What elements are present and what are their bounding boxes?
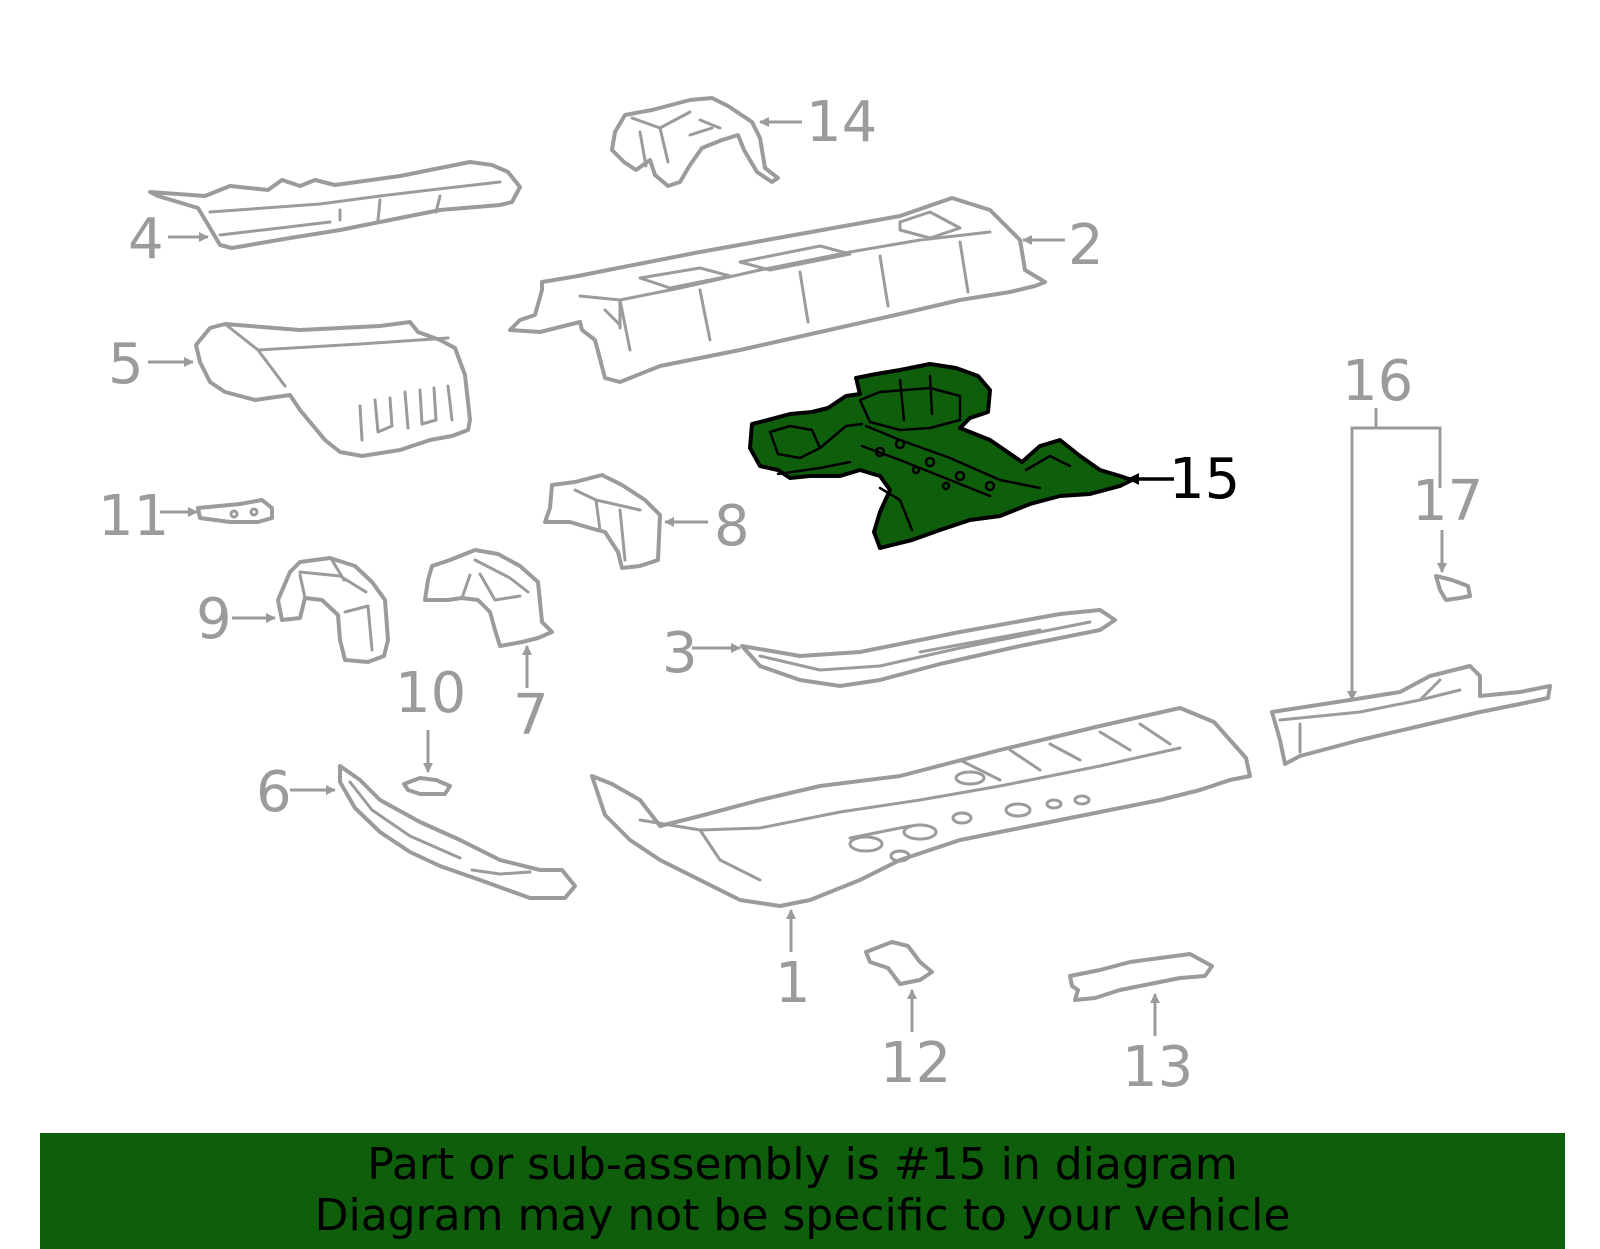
banner-line-1: Part or sub-assembly is #15 in diagram [367, 1139, 1238, 1190]
part-17 [1434, 574, 1472, 602]
callout-7: 7 [513, 683, 549, 748]
callout-6: 6 [256, 760, 292, 825]
part-11 [196, 498, 274, 524]
callout-16-bracket [1347, 408, 1442, 701]
callout-8: 8 [714, 494, 750, 559]
callout-2: 2 [1068, 213, 1104, 278]
part-15-highlighted [748, 362, 1134, 550]
part-10 [402, 776, 452, 796]
part-1 [590, 706, 1252, 908]
part-7 [423, 548, 554, 648]
banner-line-2: Diagram may not be specific to your vehi… [314, 1190, 1291, 1241]
callout-15: 15 [1169, 447, 1240, 512]
callout-5: 5 [108, 332, 144, 397]
part-16 [1270, 664, 1552, 766]
part-14 [610, 96, 780, 188]
part-12 [864, 940, 934, 986]
callout-4: 4 [128, 207, 164, 272]
callout-1: 1 [775, 951, 811, 1016]
part-6 [338, 764, 577, 900]
part-9 [276, 556, 390, 664]
part-2 [508, 196, 1047, 384]
info-banner: Part or sub-assembly is #15 in diagram D… [40, 1133, 1565, 1249]
callout-10: 10 [395, 661, 466, 726]
part-3 [740, 608, 1117, 688]
callout-11: 11 [98, 484, 169, 549]
callout-3: 3 [662, 621, 698, 686]
callout-17: 17 [1412, 469, 1483, 534]
callout-16: 16 [1342, 349, 1413, 414]
part-5 [194, 320, 472, 458]
callout-9: 9 [196, 587, 232, 652]
part-13 [1068, 952, 1214, 1002]
callout-12: 12 [880, 1031, 951, 1096]
part-4 [148, 160, 522, 250]
part-8 [543, 473, 662, 570]
callout-13: 13 [1122, 1035, 1193, 1100]
callout-14: 14 [806, 90, 877, 155]
